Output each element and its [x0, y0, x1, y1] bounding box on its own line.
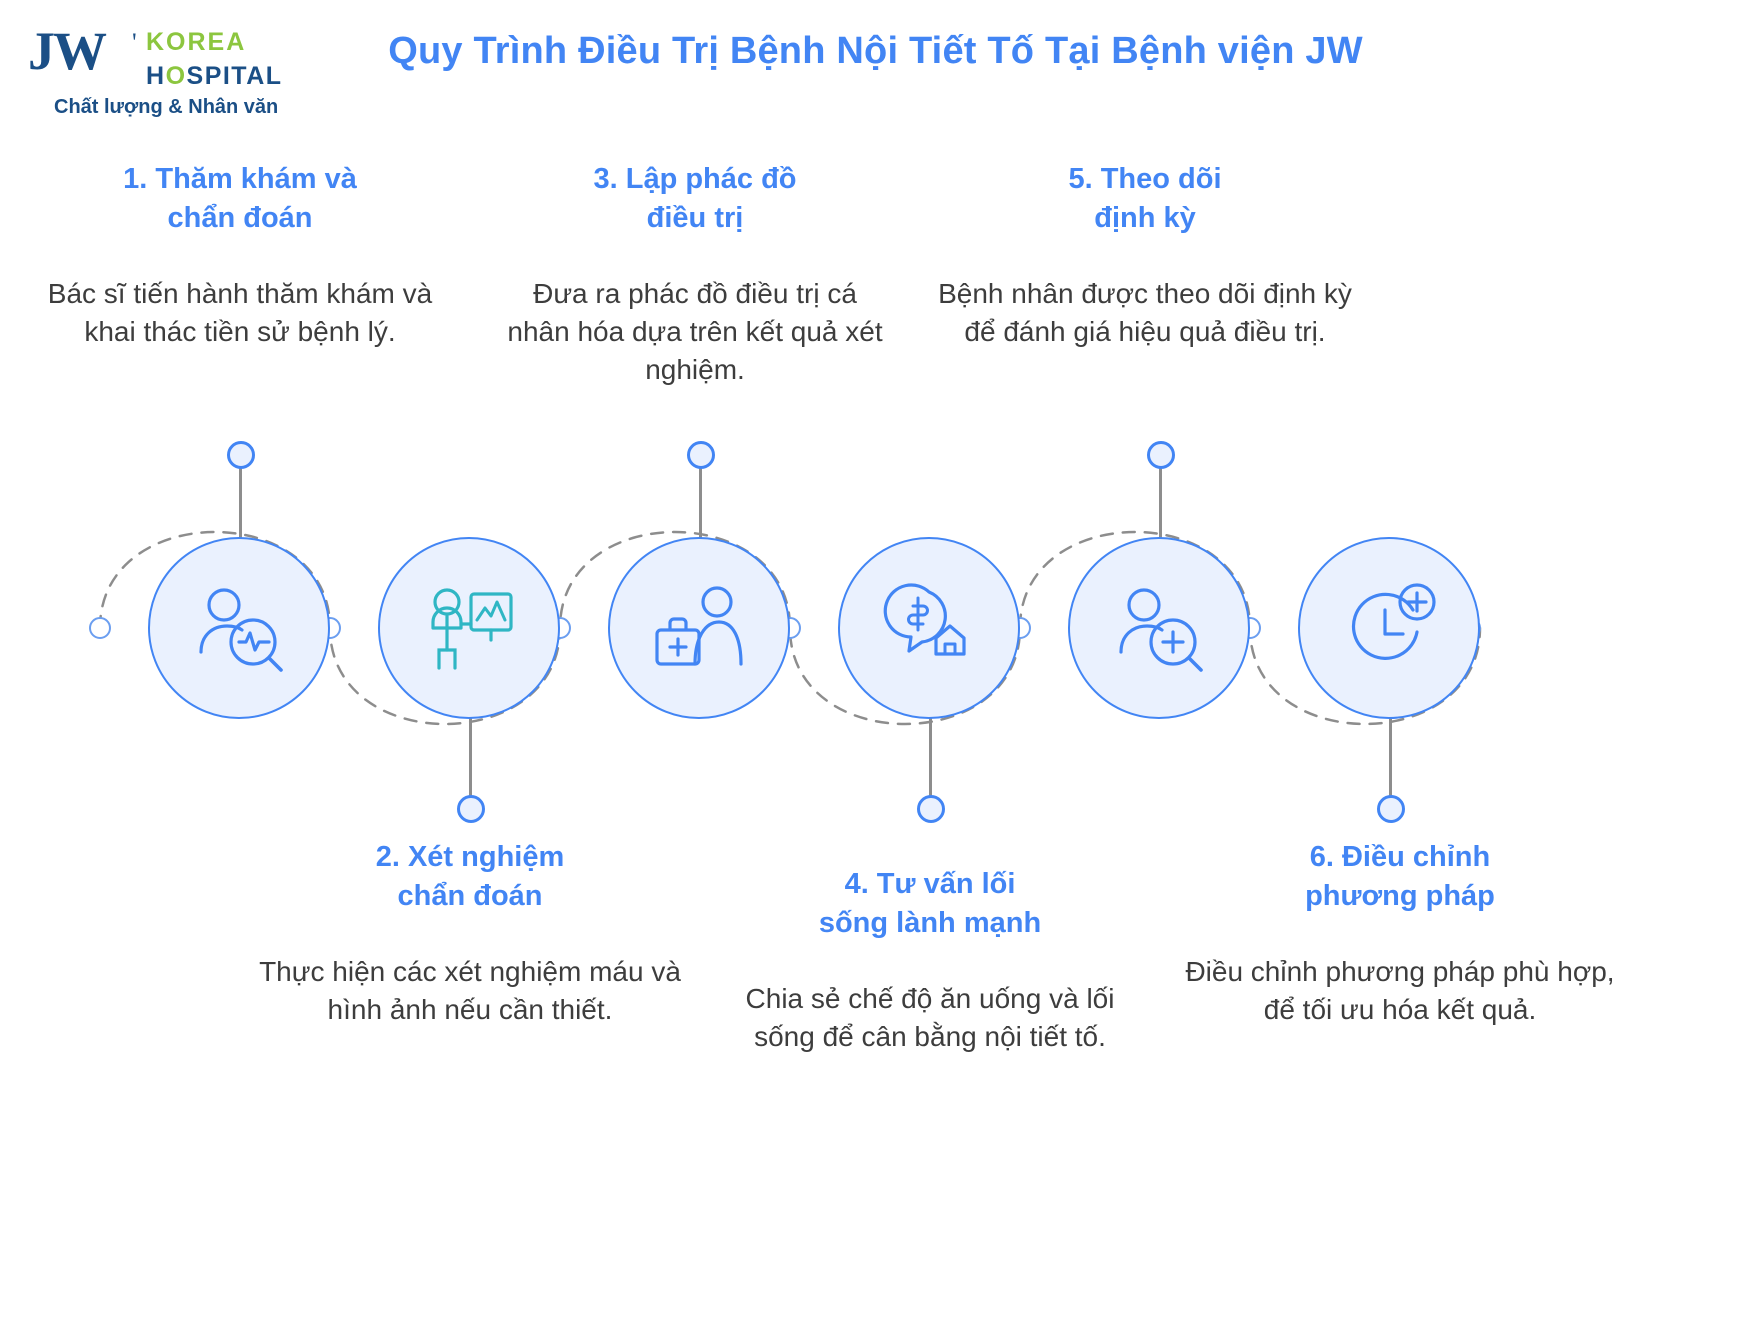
step-4-title: 4. Tư vấn lối sống lành mạnh — [735, 865, 1125, 942]
text-block-step-6: 6. Điều chỉnh phương pháp Điều chỉnh phư… — [1185, 838, 1615, 1029]
step-2-title-line2: chẩn đoán — [397, 879, 543, 912]
step-5-title-line1: 5. Theo dõi — [1068, 163, 1222, 195]
icon-bubble-step-5 — [1068, 537, 1250, 719]
doctor-presentation-board-icon — [431, 588, 513, 670]
step-1-title-line2: chẩn đoán — [167, 201, 313, 234]
node-dot-step-5 — [1147, 441, 1175, 469]
stem-step-5 — [1159, 455, 1162, 540]
icon-bubble-step-4 — [838, 537, 1020, 719]
clock-plus-adjust-icon — [1351, 583, 1436, 660]
stem-step-1 — [239, 455, 242, 540]
step-5-body: Bệnh nhân được theo dõi định kỳ để đánh … — [938, 278, 1352, 348]
step-6-title: 6. Điều chỉnh phương pháp — [1185, 838, 1615, 915]
step-3-title-line2: điều trị — [646, 201, 744, 234]
node-dot-step-4 — [917, 795, 945, 823]
step-1-title-line1: 1. Thăm khám và — [123, 163, 357, 195]
step-6-title-line1: 6. Điều chỉnh — [1309, 841, 1491, 873]
step-3-body: Đưa ra phác đồ điều trị cá nhân hóa dựa … — [507, 278, 883, 386]
icon-bubble-step-3 — [608, 537, 790, 719]
jw-korea-hospital-logo: JW ' KOREA HOSPITAL Chất lượng & Nhân vă… — [28, 14, 288, 118]
node-dot-step-1 — [227, 441, 255, 469]
logo-hospital-suffix: SPITAL — [186, 62, 283, 90]
step-5-title: 5. Theo dõi định kỳ — [930, 160, 1360, 237]
stem-step-6 — [1389, 718, 1392, 803]
step-5-title-line2: định kỳ — [1094, 201, 1196, 234]
text-block-step-5: 5. Theo dõi định kỳ Bệnh nhân được theo … — [930, 160, 1360, 351]
patient-monitoring-icon — [1119, 588, 1203, 672]
node-dot-step-2 — [457, 795, 485, 823]
medical-kit-patient-icon — [655, 586, 743, 666]
logo-hospital-text: HOSPITAL — [146, 62, 283, 91]
step-3-title: 3. Lập phác đồ điều trị — [500, 160, 890, 237]
step-4-body: Chia sẻ chế độ ăn uống và lối sống để câ… — [745, 983, 1115, 1053]
stem-step-2 — [469, 718, 472, 803]
page-title: Quy Trình Điều Trị Bệnh Nội Tiết Tố Tại … — [388, 30, 1363, 72]
stem-step-3 — [699, 455, 702, 540]
icon-bubble-step-6 — [1298, 537, 1480, 719]
text-block-step-1: 1. Thăm khám và chẩn đoán Bác sĩ tiến hà… — [25, 160, 455, 351]
logo-korea-text: KOREA — [146, 28, 247, 56]
connector-dot-left-0 — [89, 617, 111, 639]
node-dot-step-6 — [1377, 795, 1405, 823]
step-4-title-line2: sống lành mạnh — [818, 906, 1042, 939]
node-dot-step-3 — [687, 441, 715, 469]
cost-home-care-icon — [883, 583, 966, 656]
logo-green-check-o-icon: O — [165, 62, 187, 90]
step-3-title-line1: 3. Lập phác đồ — [593, 163, 797, 195]
text-block-step-3: 3. Lập phác đồ điều trị Đưa ra phác đồ đ… — [500, 160, 890, 389]
step-2-body: Thực hiện các xét nghiệm máu và hình ảnh… — [259, 956, 681, 1026]
step-6-title-line2: phương pháp — [1305, 879, 1495, 912]
logo-hospital-prefix: H — [146, 62, 166, 90]
step-1-body: Bác sĩ tiến hành thăm khám và khai thác … — [47, 278, 433, 348]
step-1-title: 1. Thăm khám và chẩn đoán — [25, 160, 455, 237]
logo-apostrophe: ' — [132, 28, 137, 57]
logo-jw-mark: JW — [28, 21, 107, 81]
patient-diagnosis-icon — [199, 588, 283, 672]
logo-tagline: Chất lượng & Nhân văn — [54, 96, 279, 118]
text-block-step-4: 4. Tư vấn lối sống lành mạnh Chia sẻ chế… — [735, 865, 1125, 1056]
step-6-body: Điều chỉnh phương pháp phù hợp, để tối ư… — [1185, 956, 1615, 1026]
text-block-step-2: 2. Xét nghiệm chẩn đoán Thực hiện các xé… — [255, 838, 685, 1029]
stem-step-4 — [929, 718, 932, 803]
step-2-title: 2. Xét nghiệm chẩn đoán — [255, 838, 685, 915]
step-2-title-line1: 2. Xét nghiệm — [375, 841, 565, 873]
icon-bubble-step-1 — [148, 537, 330, 719]
icon-bubble-step-2 — [378, 537, 560, 719]
step-4-title-line1: 4. Tư vấn lối — [844, 868, 1016, 900]
